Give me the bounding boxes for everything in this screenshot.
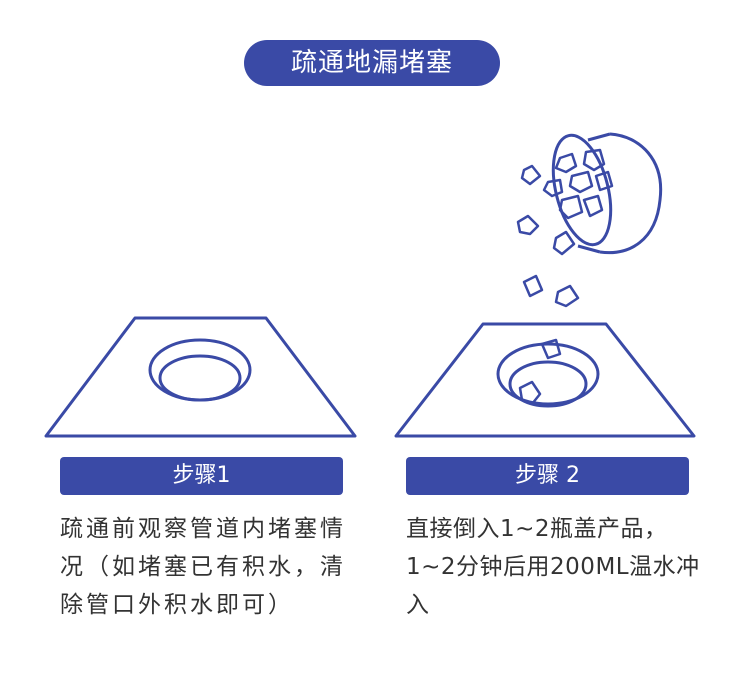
step2-description: 直接倒入1~2瓶盖产品，1~2分钟后用200ML温水冲入: [406, 516, 700, 618]
drain-outer-step2: [496, 342, 600, 406]
cup-icon: [551, 132, 663, 255]
floor-plate-step1: [44, 316, 357, 438]
step2-label: 步骤 2: [406, 457, 689, 495]
granule-icons: [516, 148, 614, 406]
step1-description: 疏通前观察管道内堵塞情况（如堵塞已有积水，清除管口外积水即可）: [60, 516, 346, 618]
drain-inner-step1: [158, 354, 242, 402]
page-title: 疏通地漏堵塞: [244, 40, 500, 86]
floor-plate-step2: [394, 322, 696, 438]
drain-outer-step1: [148, 338, 252, 402]
step1-label: 步骤1: [60, 457, 343, 495]
drain-inner-step2: [508, 360, 588, 408]
